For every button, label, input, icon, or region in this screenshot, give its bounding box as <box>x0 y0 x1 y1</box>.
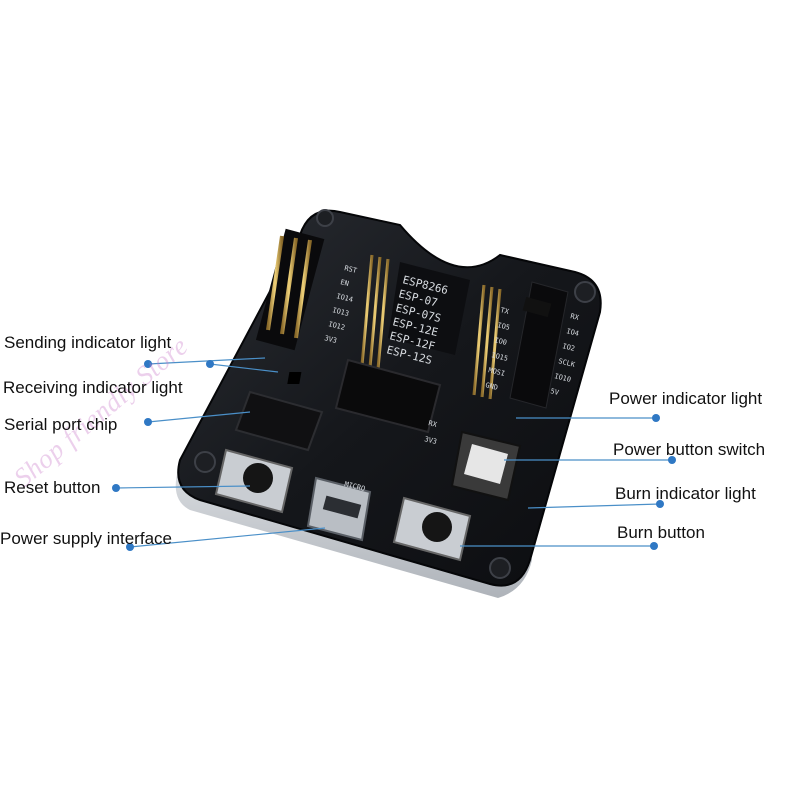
svg-text:3V3: 3V3 <box>324 334 338 345</box>
callout-serial-chip: Serial port chip <box>4 415 118 434</box>
svg-text:GND: GND <box>485 381 499 392</box>
callout-dots <box>112 360 676 551</box>
svg-text:IO2: IO2 <box>562 342 576 353</box>
svg-text:RST: RST <box>344 264 359 275</box>
callout-power-switch: Power button switch <box>613 440 766 459</box>
svg-text:EN: EN <box>340 278 350 288</box>
power-switch-dot <box>668 456 676 464</box>
burn-button-body <box>392 496 472 562</box>
reset-button-dot <box>112 484 120 492</box>
right-pin-header <box>509 281 569 409</box>
svg-text:IO10: IO10 <box>554 372 572 384</box>
callout-sending-indicator: Sending indicator light <box>4 333 172 352</box>
burn-indicator-dot <box>656 500 664 508</box>
callout-power-indicator: Power indicator light <box>609 389 763 408</box>
power-supply-dot <box>126 543 134 551</box>
female-header-socket <box>287 358 442 434</box>
callout-power-supply: Power supply interface <box>0 529 172 548</box>
svg-text:IO14: IO14 <box>336 292 354 304</box>
callout-receiving-indicator: Receiving indicator light <box>3 378 183 397</box>
callout-burn-button: Burn button <box>617 523 705 542</box>
leader-lines <box>115 357 672 548</box>
sending-indicator-dot <box>144 360 152 368</box>
callout-reset-button: Reset button <box>4 478 101 497</box>
receiving-indicator-dot <box>206 360 214 368</box>
svg-text:RX: RX <box>570 312 581 322</box>
svg-text:IO12: IO12 <box>328 320 346 332</box>
svg-text:5V: 5V <box>550 387 561 397</box>
svg-text:RX: RX <box>428 419 439 429</box>
svg-text:TX: TX <box>500 306 511 316</box>
callout-burn-indicator: Burn indicator light <box>615 484 756 503</box>
svg-text:IO13: IO13 <box>332 306 350 318</box>
reset-button-body <box>214 448 294 514</box>
corner-screws <box>194 209 596 579</box>
serial-chip-dot <box>144 418 152 426</box>
svg-text:IO15: IO15 <box>491 351 509 363</box>
burn-button-dot <box>650 542 658 550</box>
svg-text:IO5: IO5 <box>497 321 511 332</box>
left-pin-header <box>255 228 325 351</box>
power-switch-body <box>450 430 522 502</box>
svg-text:IO4: IO4 <box>566 327 580 338</box>
module-silkscreen-area <box>388 262 470 355</box>
svg-text:3V3: 3V3 <box>424 435 438 446</box>
power-indicator-dot <box>652 414 660 422</box>
svg-text:IO0: IO0 <box>494 336 508 347</box>
serial-chip <box>234 390 324 452</box>
micro-usb-port <box>306 476 372 542</box>
pogo-pin-rows <box>360 254 502 400</box>
svg-text:MOSI: MOSI <box>488 366 506 378</box>
